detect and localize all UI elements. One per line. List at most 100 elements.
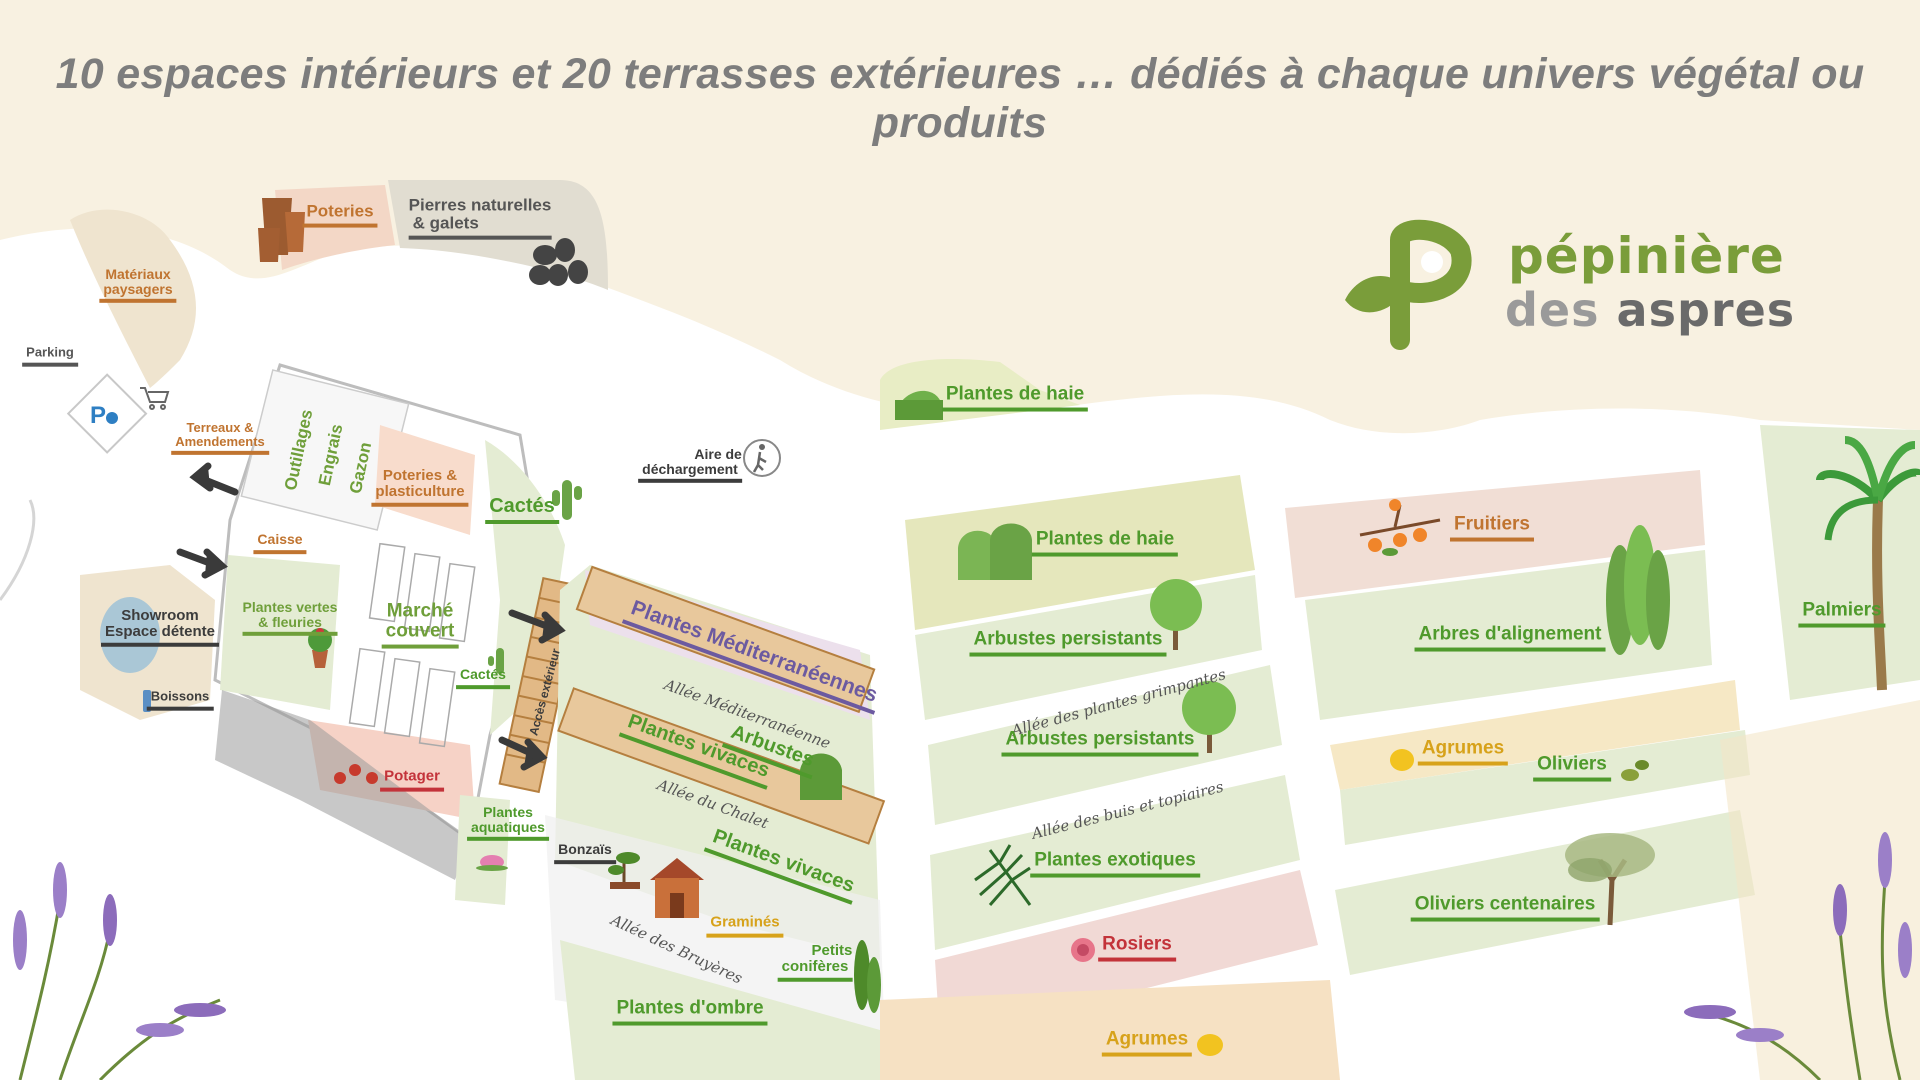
- label-poteries-plasticulture: Poteries &plasticulture: [371, 466, 469, 507]
- cactus-icon: [488, 648, 504, 674]
- label-text: Potager: [380, 768, 444, 792]
- poteries-plast-zone: [375, 425, 475, 535]
- label-text: Agrumes: [1101, 1029, 1193, 1057]
- label-graminees: Graminés: [706, 914, 784, 938]
- label-parking: Parking: [22, 345, 78, 367]
- label-text: Marché: [386, 600, 454, 622]
- olive-tree-icon: [1565, 833, 1655, 926]
- label-terreaux: Terreaux &Amendements: [171, 419, 269, 456]
- arrow-right-icon: [498, 736, 548, 771]
- label-text: & galets: [408, 214, 552, 240]
- label-text: Terreaux &: [186, 419, 254, 435]
- label-poteries: Poteries: [302, 202, 378, 228]
- parking-disabled-icon: P: [66, 373, 148, 454]
- label-text: Plantes vertes: [242, 598, 338, 615]
- label-text: Arbustes persistants: [1001, 729, 1199, 757]
- pedestrian-icon: [743, 439, 781, 477]
- logo-word-pepiniere: pépinière: [1508, 227, 1785, 285]
- zone-materiaux: [70, 209, 197, 388]
- label-agrumes: Agrumes: [1417, 738, 1509, 766]
- left-curve: [0, 499, 36, 601]
- zone-agrumes-bottom: [880, 980, 1340, 1080]
- label-arbustes-persistants-2: Arbustes persistants: [1001, 729, 1199, 757]
- lavender-icon: [13, 862, 226, 1080]
- label-text: Poteries: [302, 202, 378, 228]
- label-bonzais: Bonzaïs: [554, 842, 616, 864]
- upper-road: [150, 261, 880, 440]
- label-text: Matériaux: [105, 265, 171, 282]
- showroom-pond: [100, 597, 160, 673]
- label-text: Cactés: [456, 667, 510, 689]
- label-text: Palmiers: [1798, 600, 1886, 628]
- stones-icon: [529, 238, 588, 286]
- arrow-left-icon: [189, 462, 239, 496]
- logo-leaf-icon: [1345, 219, 1472, 350]
- label-cactes-small: Cactés: [456, 667, 510, 689]
- pergola-1: [575, 565, 876, 714]
- label-text: Amendements: [171, 434, 269, 456]
- tree-icon: [1182, 681, 1236, 753]
- chalet-icon: [650, 858, 704, 918]
- label-caisse: Caisse: [253, 532, 307, 554]
- label-text: Oliviers: [1533, 754, 1611, 782]
- label-potager: Potager: [380, 768, 444, 792]
- label-plantes-exotiques: Plantes exotiques: [1030, 850, 1200, 878]
- building-stripes: [215, 690, 470, 880]
- label-text: conifères: [777, 958, 853, 982]
- bonsai-icon: [608, 852, 640, 889]
- label-plantes-haie-top: Plantes de haie: [941, 384, 1089, 412]
- poplar-trees-icon: [1606, 525, 1670, 655]
- pergola-2: [557, 687, 886, 845]
- label-oliviers-centenaires: Oliviers centenaires: [1410, 894, 1600, 922]
- label-oliviers: Oliviers: [1533, 754, 1611, 782]
- label-plantes-vertes: Plantes vertes& fleuries: [242, 598, 338, 637]
- palm-tree-icon: [1816, 436, 1920, 691]
- label-arbres-alignement: Arbres d'alignement: [1414, 624, 1606, 652]
- zone-ombre: [560, 940, 880, 1080]
- label-text: Petits: [811, 941, 853, 959]
- label-text: Agrumes: [1417, 738, 1509, 766]
- label-pierres: Pierres naturelles& galets: [408, 195, 552, 240]
- label-text: Plantes: [483, 803, 533, 820]
- tree-icon: [1150, 579, 1202, 650]
- label-text: Arbres d'alignement: [1414, 624, 1606, 652]
- label-text: Aire de: [694, 445, 742, 462]
- zone-right-bottom: [1720, 700, 1920, 1080]
- zone-oliviers: [1340, 730, 1750, 845]
- label-plantes-ombre: Plantes d'ombre: [612, 998, 768, 1026]
- label-text: Plantes de haie: [941, 384, 1089, 412]
- aquatiques-zone: [455, 795, 510, 905]
- label-arbustes-persistants-1: Arbustes persistants: [969, 629, 1167, 657]
- label-text: paysagers: [99, 281, 177, 304]
- label-plantes-haie: Plantes de haie: [1031, 529, 1179, 557]
- label-text: Graminés: [706, 914, 784, 938]
- hedge-icon: [800, 753, 842, 800]
- label-text: Pierres naturelles: [408, 195, 552, 215]
- label-cactes: Cactés: [485, 496, 559, 524]
- label-text: déchargement: [638, 461, 742, 484]
- label-boissons: Boissons: [146, 689, 214, 711]
- logo: pépinière des aspres: [1340, 225, 1860, 355]
- arrow-right-icon: [508, 609, 566, 644]
- lavender-icon: [1684, 832, 1912, 1080]
- logo-word-des: des: [1505, 283, 1600, 337]
- lotus-icon: [476, 855, 508, 871]
- svg-text:P: P: [90, 402, 106, 429]
- label-text: Caisse: [253, 532, 307, 554]
- rose-icon: [1071, 938, 1095, 962]
- zone-pierres: [388, 180, 608, 290]
- label-text: Poteries &: [382, 466, 458, 484]
- label-text: Rosiers: [1098, 934, 1176, 962]
- zone-exotiques: [930, 775, 1300, 950]
- label-text: Plantes exotiques: [1030, 850, 1200, 878]
- label-text: & fleuries: [242, 614, 338, 637]
- label-text: plasticulture: [371, 483, 469, 507]
